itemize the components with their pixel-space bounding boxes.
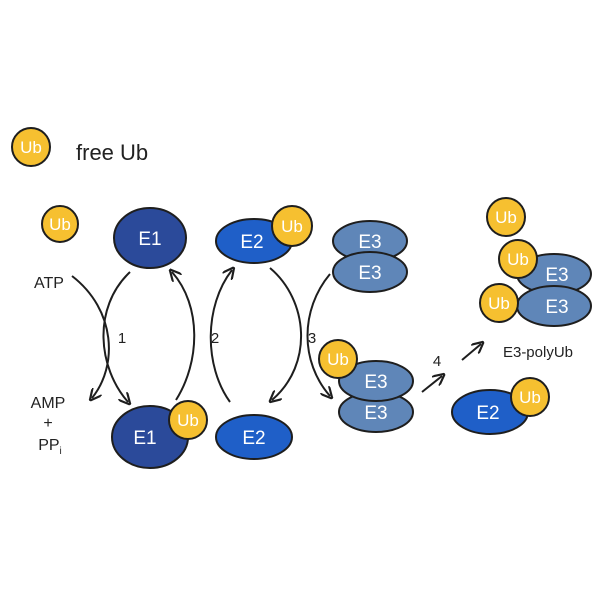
arrow-e3-to-e3ub <box>306 273 331 396</box>
e3-polyub-complex: E3 E3 Ub Ub Ub <box>479 197 592 327</box>
e2-ub-released: E2 Ub <box>451 377 550 435</box>
step-4-label: 4 <box>433 353 441 370</box>
svg-text:E1: E1 <box>133 428 156 449</box>
svg-text:E3: E3 <box>358 232 381 253</box>
ppi-label: PPi <box>38 437 62 457</box>
ub-icon: Ub <box>11 127 51 167</box>
ub-icon: Ub <box>168 400 208 440</box>
ub-icon: Ub <box>318 339 358 379</box>
ub-icon: Ub <box>510 377 550 417</box>
svg-text:Ub: Ub <box>49 215 71 234</box>
step-1-label: 1 <box>118 330 126 347</box>
e2-enzyme: E2 <box>215 414 293 460</box>
e3-dimer: E3 E3 <box>332 220 408 293</box>
svg-text:E2: E2 <box>476 403 499 424</box>
svg-text:E2: E2 <box>240 232 263 253</box>
step-2-label: 2 <box>211 330 219 347</box>
svg-text:Ub: Ub <box>507 250 529 269</box>
svg-text:E2: E2 <box>242 428 265 449</box>
svg-text:E3: E3 <box>364 372 387 393</box>
e3-ub-complex: E3 E3 Ub <box>318 339 414 433</box>
ub-icon: Ub <box>271 205 313 247</box>
plus-label: + <box>43 415 52 432</box>
svg-text:Ub: Ub <box>327 350 349 369</box>
e1-enzyme: E1 <box>113 207 187 269</box>
arrow-atp-to-e1ub <box>71 275 110 398</box>
arrow-e2-to-e2ub <box>209 270 232 403</box>
svg-text:E3: E3 <box>545 297 568 318</box>
svg-text:Ub: Ub <box>20 138 42 157</box>
svg-text:E3: E3 <box>545 265 568 286</box>
arrow-e1ub-to-e1 <box>172 272 196 401</box>
svg-text:Ub: Ub <box>488 294 510 313</box>
svg-text:Ub: Ub <box>281 217 303 236</box>
step-3-label: 3 <box>308 330 316 347</box>
e2-ub-complex: E2 Ub <box>215 205 313 264</box>
svg-text:E3: E3 <box>358 263 381 284</box>
arrow-step-4b <box>461 344 481 361</box>
svg-text:Ub: Ub <box>177 411 199 430</box>
ub-icon: Ub <box>498 239 538 279</box>
ub-icon: Ub <box>41 205 79 243</box>
arrow-step-4a <box>421 376 442 393</box>
svg-text:E3: E3 <box>364 403 387 424</box>
arrow-e2ub-to-e2 <box>270 267 302 400</box>
arrow-e1-to-e1ub <box>102 271 130 402</box>
amp-label: AMP <box>31 395 66 412</box>
e1-ub-complex: E1 Ub <box>111 400 208 469</box>
product-label: E3-polyUb <box>503 344 573 361</box>
ub-icon: Ub <box>486 197 526 237</box>
atp-label: ATP <box>34 275 64 292</box>
legend: Ub free Ub <box>11 127 148 167</box>
svg-text:Ub: Ub <box>519 388 541 407</box>
svg-text:E1: E1 <box>138 229 161 250</box>
ub-icon: Ub <box>479 283 519 323</box>
svg-text:Ub: Ub <box>495 208 517 227</box>
legend-label: free Ub <box>76 140 148 165</box>
